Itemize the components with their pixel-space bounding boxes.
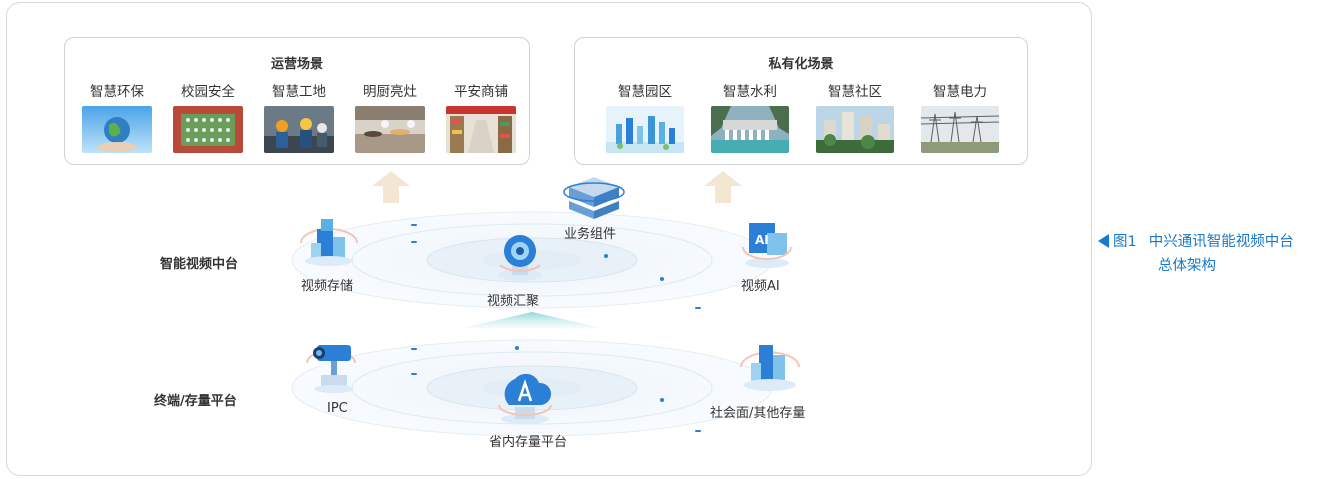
- provincial-platform-icon: [498, 373, 552, 424]
- scene-label: 智慧电力: [933, 84, 987, 100]
- scene-smart-power: 智慧电力: [920, 84, 1000, 153]
- smart-park-image: [606, 106, 684, 153]
- terminal-platform-title: 终端/存量平台: [154, 394, 237, 409]
- caption-triangle-icon: [1098, 234, 1109, 248]
- video-storage-icon: [300, 219, 358, 266]
- social-storage-icon: [740, 345, 800, 391]
- scene-label: 智慧环保: [90, 84, 144, 100]
- scene-label: 平安商铺: [454, 84, 508, 100]
- scene-label: 智慧园区: [618, 84, 672, 100]
- smart-construction-image: [264, 106, 334, 153]
- scene-label: 智慧水利: [723, 84, 777, 100]
- scene-safe-shop: 平安商铺: [441, 84, 521, 153]
- smart-power-image: [921, 106, 999, 153]
- scene-smart-construction: 智慧工地: [259, 84, 339, 153]
- operational-scenes-panel: 运营场景 智慧环保 校园安全 智慧工地 明厨亮灶 平安商: [64, 37, 530, 165]
- arrow-up-right: [704, 171, 742, 203]
- scene-smart-community: 智慧社区: [815, 84, 895, 153]
- scene-campus-safety: 校园安全: [168, 84, 248, 153]
- caption-line-1: 中兴通讯智能视频中台: [1148, 234, 1294, 250]
- caption-line-2: 总体架构: [1158, 258, 1216, 274]
- scene-label: 明厨亮灶: [363, 84, 417, 100]
- business-components-label: 业务组件: [564, 227, 617, 242]
- video-ai-label: 视频AI: [741, 279, 780, 294]
- private-scenes-title: 私有化场景: [768, 57, 834, 72]
- arrow-up-left: [372, 171, 410, 203]
- video-platform-title: 智能视频中台: [160, 257, 239, 272]
- scene-label: 校园安全: [181, 84, 235, 100]
- video-aggregation-icon: [498, 235, 542, 281]
- provincial-platform-label: 省内存量平台: [489, 435, 568, 450]
- scene-open-kitchen: 明厨亮灶: [350, 84, 430, 153]
- ipc-label: IPC: [327, 401, 348, 416]
- figure-number: 图1: [1113, 234, 1137, 250]
- private-scenes-panel: 私有化场景 智慧园区 智慧水利 智慧社区 智慧电力: [574, 37, 1028, 165]
- scene-label: 智慧工地: [272, 84, 326, 100]
- video-aggregation-label: 视频汇聚: [487, 294, 540, 309]
- video-storage-label: 视频存储: [301, 279, 354, 294]
- safe-shop-image: [446, 106, 516, 153]
- scene-smart-park: 智慧园区: [605, 84, 685, 153]
- smart-environment-image: [82, 106, 152, 153]
- campus-safety-image: [173, 106, 243, 153]
- scene-label: 智慧社区: [828, 84, 882, 100]
- smart-water-image: [711, 106, 789, 153]
- business-components-icon: [563, 177, 625, 219]
- svg-text:AI: AI: [755, 233, 769, 247]
- diagram-frame: 运营场景 智慧环保 校园安全 智慧工地 明厨亮灶 平安商: [6, 2, 1092, 476]
- scene-smart-environment: 智慧环保: [77, 84, 157, 153]
- video-ai-icon: AI: [742, 223, 792, 268]
- scene-smart-water: 智慧水利: [710, 84, 790, 153]
- figure-caption: 图1 中兴通讯智能视频中台 总体架构: [1098, 230, 1294, 278]
- social-storage-label: 社会面/其他存量: [710, 406, 806, 421]
- smart-community-image: [816, 106, 894, 153]
- open-kitchen-image: [355, 106, 425, 153]
- ipc-camera-icon: [306, 345, 356, 393]
- operational-scenes-title: 运营场景: [270, 57, 323, 72]
